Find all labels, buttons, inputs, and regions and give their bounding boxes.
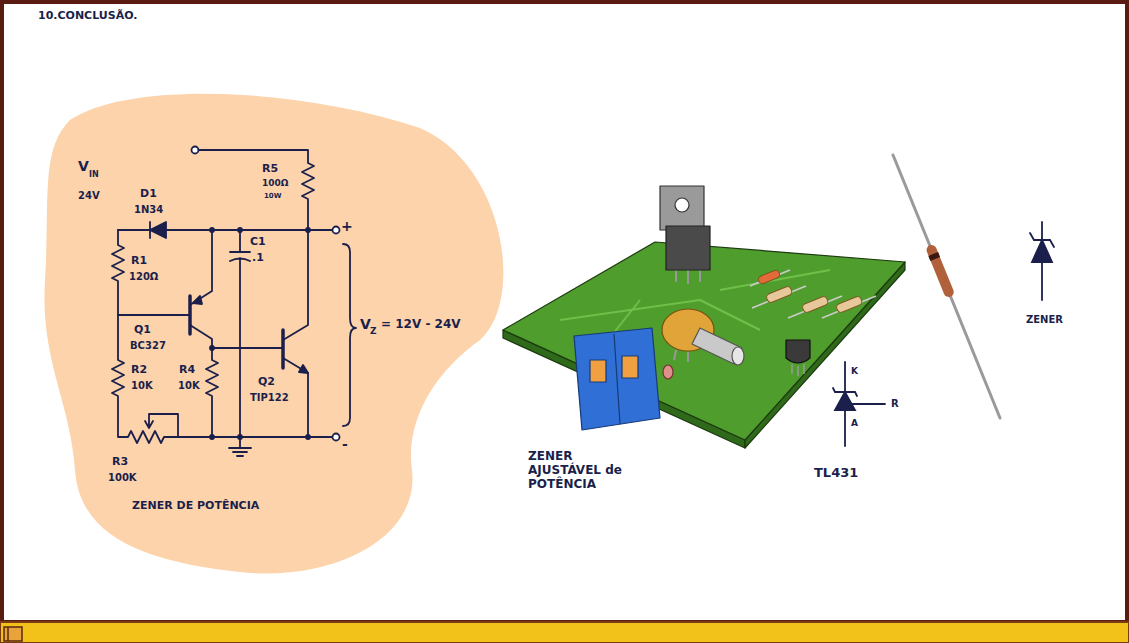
q1-emitter-arrow	[193, 296, 202, 304]
d1-diode-symbol	[150, 222, 166, 238]
part-name: Q2	[258, 376, 275, 389]
part-name: R3	[112, 456, 128, 469]
voltage-subscript: IN	[89, 170, 99, 179]
schematic	[112, 147, 356, 457]
left-branch-resistors	[112, 230, 212, 443]
part-value: 10K	[178, 380, 200, 392]
voltage-value: 24V	[78, 190, 100, 202]
q1-base-wire	[118, 314, 190, 316]
q1-base-bar	[188, 296, 192, 334]
part-name: D1	[140, 188, 157, 201]
part-value: 1N34	[134, 204, 163, 216]
polarity-sign: +	[341, 218, 353, 234]
bottom-bar	[0, 622, 1129, 643]
plus-terminal	[333, 227, 340, 234]
voltage-subscript: Z	[370, 326, 377, 336]
part-value: BC327	[130, 340, 166, 352]
q2-base-wire	[212, 347, 283, 349]
vin-terminal	[192, 147, 199, 154]
pcb-illustration	[503, 186, 905, 448]
polarity-sign: -	[342, 436, 348, 452]
c1-capacitor-symbol	[230, 230, 250, 437]
pin-name: A	[851, 418, 858, 428]
part-name: R2	[131, 364, 147, 377]
part-value: 120Ω	[129, 271, 158, 283]
part-name: C1	[250, 236, 266, 249]
part-value: 100K	[108, 472, 137, 484]
part-value: 100Ω	[262, 178, 288, 188]
part-value: TIP122	[250, 392, 289, 404]
component-name: TL431	[814, 466, 858, 481]
tl431-symbol	[833, 362, 885, 446]
frame	[2, 2, 1127, 622]
part-name: Q1	[134, 324, 151, 337]
part-name: R1	[131, 255, 147, 268]
slide-title: 10.CONCLUSÃO.	[38, 10, 137, 23]
voltage-symbol: V	[78, 158, 89, 174]
zener-symbol	[1030, 222, 1054, 300]
circuit-caption: ZENER DE POTÊNCIA	[132, 500, 259, 513]
pin-name: R	[891, 398, 899, 410]
bottom-wire	[212, 436, 333, 438]
voltage-range: = 12V - 24V	[381, 318, 461, 332]
q2-emitter-arrow	[299, 365, 308, 373]
component-name: ZENER	[1026, 314, 1063, 326]
q1-transistor-symbol	[190, 230, 218, 437]
part-value: .1	[252, 252, 264, 265]
voltage-symbol: V	[360, 316, 371, 332]
diode-illustration	[893, 155, 1000, 418]
part-name: R4	[179, 364, 195, 377]
part-name: R5	[262, 163, 278, 176]
part-rating: 10W	[264, 192, 281, 200]
background-blob	[44, 94, 503, 574]
voltage-bracket	[343, 244, 356, 426]
book-icon	[4, 627, 22, 641]
q2-base-bar	[281, 330, 285, 368]
r5-resistor-symbol	[199, 150, 315, 230]
pin-name: K	[851, 366, 858, 376]
minus-terminal	[333, 434, 340, 441]
pcb-caption: ZENER AJUSTÁVEL de POTÊNCIA	[528, 450, 640, 491]
r3-wiper	[145, 414, 178, 437]
q2-transistor-symbol	[283, 230, 308, 437]
part-value: 10K	[131, 380, 153, 392]
